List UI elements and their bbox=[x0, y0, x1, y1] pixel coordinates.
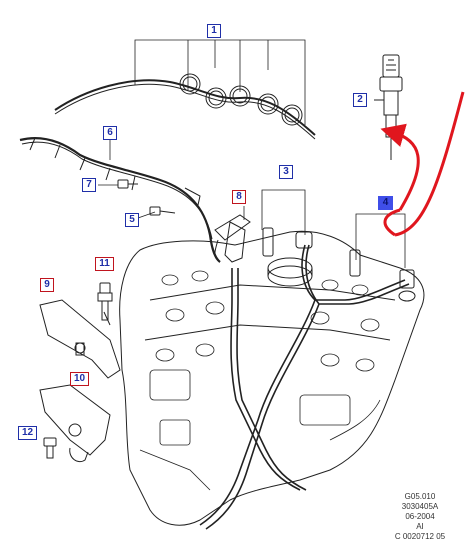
leader-lines-3 bbox=[261, 189, 306, 235]
leader-lines-4 bbox=[355, 213, 406, 268]
callout-7: 7 bbox=[82, 178, 96, 192]
callout-2: 2 bbox=[353, 93, 367, 107]
drawing-catalog-ref: C 0020712 05 bbox=[394, 532, 446, 541]
drawing-date: 06-2004 bbox=[405, 512, 435, 521]
drawing-author: AI bbox=[416, 522, 424, 531]
engine-cylinder-head bbox=[119, 230, 425, 526]
drawing-code: G05.010 bbox=[404, 492, 436, 501]
glow-plug bbox=[97, 282, 113, 321]
glow-plug-harness bbox=[19, 137, 251, 263]
drawing-number: 3030405A bbox=[401, 502, 439, 511]
callout-12: 12 bbox=[18, 426, 37, 440]
relay-bracket bbox=[214, 221, 246, 263]
callout-5: 5 bbox=[125, 213, 139, 227]
mounting-bracket bbox=[39, 299, 121, 379]
drawing-reference-block: G05.010 3030405A 06-2004 AI C 0020712 05 bbox=[380, 492, 460, 542]
callout-11: 11 bbox=[95, 257, 114, 271]
leader-lines-1 bbox=[134, 39, 306, 125]
indicator-arrow bbox=[380, 91, 465, 237]
callout-6: 6 bbox=[103, 126, 117, 140]
callout-3: 3 bbox=[279, 165, 293, 179]
injection-pipes bbox=[199, 244, 410, 530]
injector-part bbox=[374, 54, 403, 160]
bolt-12 bbox=[43, 437, 57, 459]
leader-lines-small bbox=[98, 138, 245, 220]
callout-4: 4 bbox=[378, 196, 393, 210]
callout-1: 1 bbox=[207, 24, 221, 38]
leak-off-hose bbox=[54, 73, 316, 140]
callout-10: 10 bbox=[70, 372, 89, 386]
pump-bracket bbox=[39, 384, 111, 463]
bolt-parts bbox=[117, 179, 176, 216]
callout-9: 9 bbox=[40, 278, 54, 292]
callout-8: 8 bbox=[232, 190, 246, 204]
fitted-injectors bbox=[262, 227, 416, 302]
